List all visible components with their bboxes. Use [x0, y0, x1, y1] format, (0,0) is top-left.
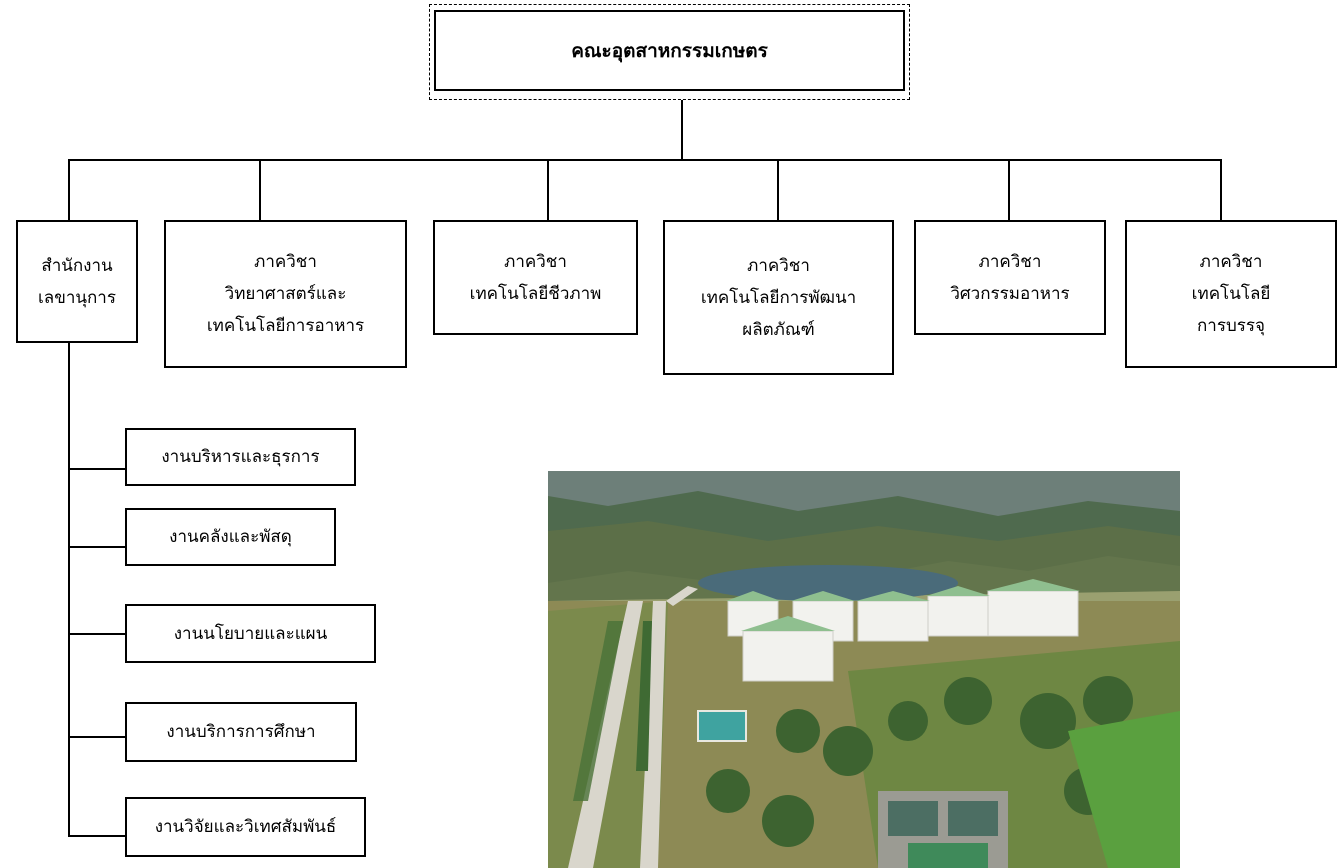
department-line: เลขานุการ	[38, 287, 116, 308]
department-box-office: สำนักงาน เลขานุการ	[16, 220, 138, 343]
campus-aerial-illustration	[548, 471, 1180, 868]
unit-label: งานคลังและพัสดุ	[169, 527, 292, 547]
faculty-root-label: คณะอุตสาหกรรมเกษตร	[571, 39, 768, 62]
campus-aerial-photo	[548, 471, 1180, 868]
root-connector	[681, 100, 683, 160]
office-trunk-line	[68, 343, 70, 837]
connector-dept-5	[1220, 159, 1222, 221]
department-line: เทคโนโลยี	[1191, 284, 1271, 304]
connector-dept-3	[777, 159, 779, 221]
department-bus-line	[68, 159, 1222, 161]
department-line: ภาควิชา	[978, 251, 1042, 272]
connector-dept-2	[547, 159, 549, 221]
department-box-food-engineering: ภาควิชา วิศวกรรมอาหาร	[914, 220, 1106, 335]
connector-unit-3	[68, 736, 126, 738]
unit-label: งานบริการการศึกษา	[166, 722, 316, 742]
department-box-product-development: ภาควิชา เทคโนโลยีการพัฒนา ผลิตภัณฑ์	[663, 220, 894, 375]
department-line: การบรรจุ	[1197, 316, 1265, 336]
department-box-biotechnology: ภาควิชา เทคโนโลยีชีวภาพ	[433, 220, 638, 335]
connector-unit-1	[68, 546, 126, 548]
department-line: ภาควิชา	[504, 251, 567, 272]
department-line: วิศวกรรมอาหาร	[950, 283, 1070, 304]
department-line: เทคโนโลยีการพัฒนา	[700, 287, 857, 308]
faculty-root-box: คณะอุตสาหกรรมเกษตร	[434, 10, 905, 91]
connector-unit-2	[68, 633, 126, 635]
department-line: ภาควิชา	[1199, 252, 1263, 272]
department-line: ภาควิชา	[747, 255, 810, 276]
connector-dept-4	[1008, 159, 1010, 221]
unit-box-admin: งานบริหารและธุรการ	[125, 428, 356, 486]
department-line: เทคโนโลยีชีวภาพ	[469, 283, 602, 304]
unit-label: งานบริหารและธุรการ	[161, 447, 320, 467]
department-line: สำนักงาน	[41, 255, 113, 276]
connector-unit-0	[68, 468, 126, 470]
unit-label: งานนโยบายและแผน	[173, 623, 328, 644]
unit-label: งานวิจัยและวิเทศสัมพันธ์	[154, 817, 337, 837]
connector-dept-1	[259, 159, 261, 221]
department-box-food-science: ภาควิชา วิทยาศาสตร์และ เทคโนโลยีการอาหาร	[164, 220, 407, 368]
unit-box-research: งานวิจัยและวิเทศสัมพันธ์	[125, 797, 366, 857]
connector-dept-0	[68, 159, 70, 221]
department-line: เทคโนโลยีการอาหาร	[206, 316, 365, 336]
unit-box-finance: งานคลังและพัสดุ	[125, 508, 336, 566]
department-box-packaging: ภาควิชา เทคโนโลยี การบรรจุ	[1125, 220, 1337, 368]
department-line: ภาควิชา	[254, 252, 317, 272]
root-frame	[429, 4, 910, 100]
connector-unit-4	[68, 835, 126, 837]
department-line: วิทยาศาสตร์และ	[224, 284, 347, 304]
unit-box-policy: งานนโยบายและแผน	[125, 604, 376, 663]
department-line: ผลิตภัณฑ์	[742, 319, 815, 340]
unit-box-academic-services: งานบริการการศึกษา	[125, 702, 357, 762]
